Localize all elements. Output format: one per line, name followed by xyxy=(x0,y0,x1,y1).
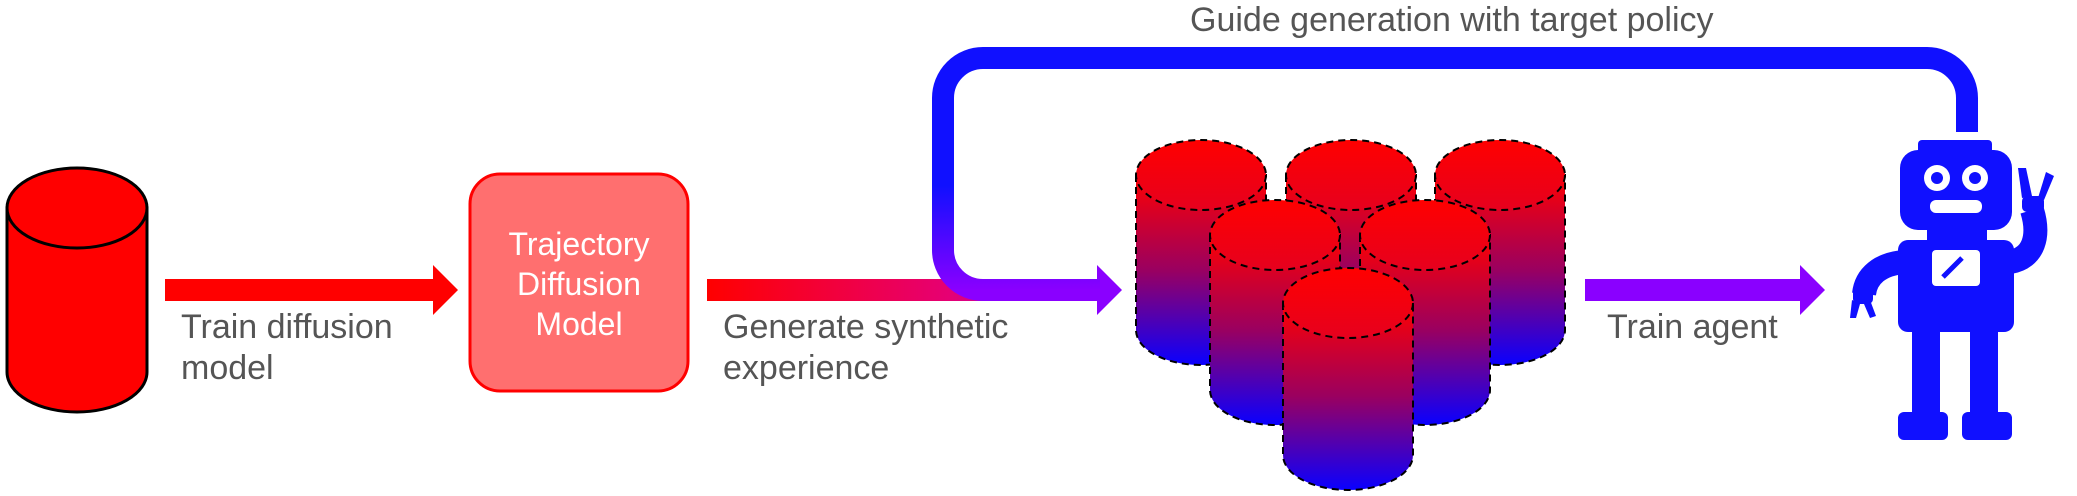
model-box-line2: Diffusion xyxy=(517,266,641,302)
trajectory-diffusion-model-box xyxy=(468,172,690,393)
train-diffusion-label-line1: Train diffusion xyxy=(181,308,393,346)
synthetic-dataset-cylinder-icon xyxy=(1282,267,1414,491)
train-diffusion-label-line2: model xyxy=(181,349,274,387)
robot-agent-icon xyxy=(1850,140,2054,440)
train-agent-label: Train agent xyxy=(1607,308,1778,346)
model-box-line1: Trajectory xyxy=(508,226,650,262)
generate-label-line2: experience xyxy=(723,349,890,387)
train-agent-arrow xyxy=(1585,265,1825,315)
guide-label: Guide generation with target policy xyxy=(1190,1,1714,39)
generate-label: Generate synthetic experience xyxy=(723,307,1008,389)
dataset-cylinder-icon xyxy=(5,166,149,414)
model-box-label: Trajectory Diffusion Model xyxy=(470,224,688,344)
guide-loop-arrow xyxy=(932,47,1978,301)
model-box-line3: Model xyxy=(535,306,623,342)
train-diffusion-arrow xyxy=(165,265,458,315)
train-diffusion-label: Train diffusion model xyxy=(181,307,393,389)
synthetic-dataset-cylinders xyxy=(1135,139,1566,491)
generate-label-line1: Generate synthetic xyxy=(723,308,1009,346)
